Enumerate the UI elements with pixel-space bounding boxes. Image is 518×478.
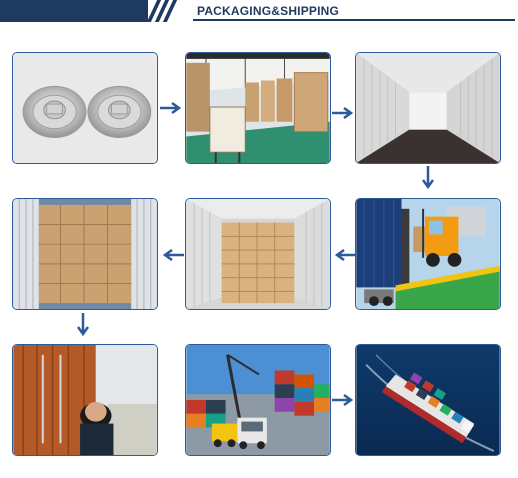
- container-full-loaded-photo: [12, 198, 158, 310]
- arrow-right-icon: [332, 393, 354, 407]
- product-caps-photo: [12, 52, 158, 164]
- arrow-right-icon: [332, 106, 354, 120]
- arrow-down-icon: [421, 166, 435, 190]
- port-terminal-photo: [185, 344, 331, 456]
- arrow-left-icon: [162, 248, 184, 262]
- container-sealing-photo: [12, 344, 158, 456]
- cargo-ship-photo: [355, 344, 501, 456]
- header-title: PACKAGING&SHIPPING: [197, 4, 340, 18]
- empty-container-photo: [355, 52, 501, 164]
- header-underline: [193, 19, 515, 21]
- arrow-right-icon: [160, 101, 182, 115]
- section-header: PACKAGING&SHIPPING: [0, 0, 518, 24]
- arrow-left-icon: [334, 248, 356, 262]
- container-half-loaded-photo: [185, 198, 331, 310]
- forklift-loading-photo: [355, 198, 501, 310]
- warehouse-photo: [185, 52, 331, 164]
- arrow-down-icon: [76, 313, 90, 337]
- header-bar: [0, 0, 148, 22]
